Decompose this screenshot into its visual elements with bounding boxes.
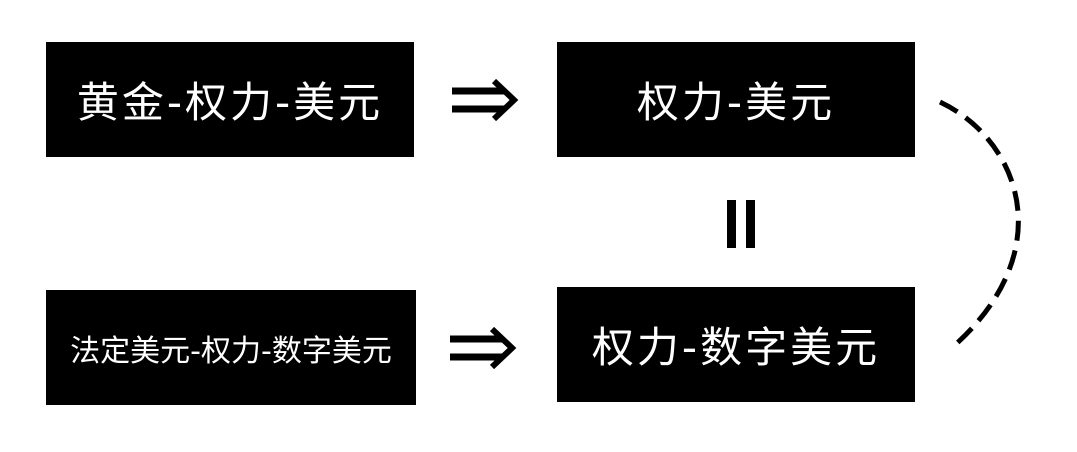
box-power-dollar: 权力-美元 — [557, 42, 915, 157]
box-power-digital-dollar: 权力-数字美元 — [557, 287, 915, 402]
implies-arrow-icon — [450, 326, 517, 370]
box-label: 权力-美元 — [636, 78, 836, 127]
box-label: 黄金-权力-美元 — [76, 78, 384, 127]
equals-vertical-icon — [727, 200, 755, 248]
box-label: 权力-数字美元 — [591, 323, 881, 372]
box-fiat-power-digital: 法定美元-权力-数字美元 — [46, 290, 416, 405]
box-gold-power-dollar: 黄金-权力-美元 — [46, 42, 414, 157]
box-label: 法定美元-权力-数字美元 — [70, 333, 392, 369]
implies-arrow-icon — [452, 78, 519, 122]
